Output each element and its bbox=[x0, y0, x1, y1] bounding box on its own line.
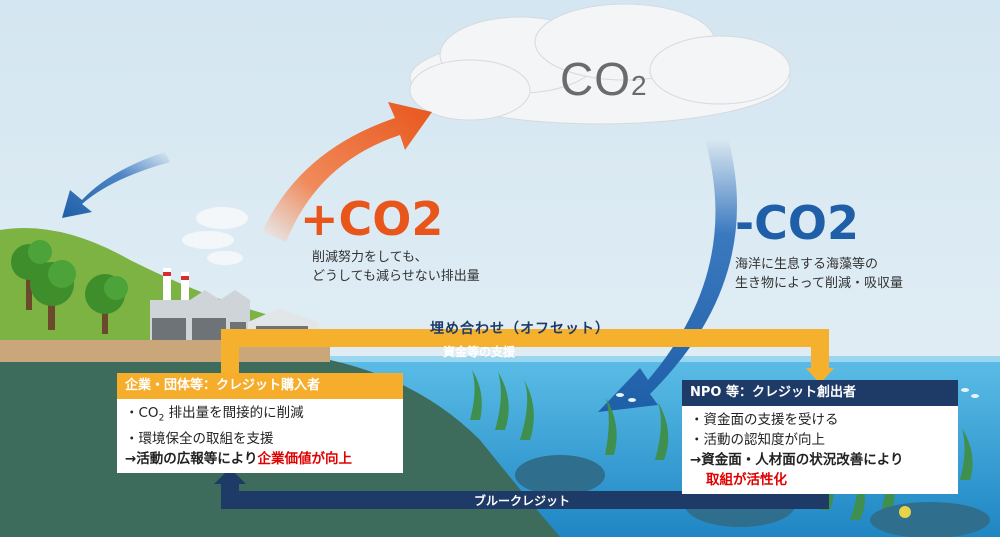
creator-line-3: →資金面・人材面の状況改善により bbox=[690, 452, 904, 468]
buyer-line-2: ・環境保全の取組を支援 bbox=[125, 430, 274, 447]
cloud-co2-label: CO2 bbox=[560, 53, 648, 105]
emission-label: +CO2 bbox=[300, 192, 444, 246]
smoke-clouds bbox=[182, 207, 248, 265]
buyer-title: 企業・団体等：クレジット購入者 bbox=[117, 373, 403, 399]
funding-support-flow bbox=[221, 329, 834, 384]
creator-title: NPO 等：クレジット創出者 bbox=[682, 380, 958, 406]
creator-line-4: 取組が活性化 bbox=[706, 472, 787, 488]
blue-credit-flow bbox=[214, 468, 829, 509]
creator-line-1: ・資金面の支援を受ける bbox=[690, 412, 839, 428]
creator-box: NPO 等：クレジット創出者 ・資金面の支援を受ける ・活動の認知度が向上 →資… bbox=[682, 380, 958, 494]
buyer-box: 企業・団体等：クレジット購入者 ・CO2 排出量を間接的に削減 ・環境保全の取組… bbox=[117, 373, 403, 473]
absorption-label: -CO2 bbox=[735, 196, 859, 250]
emission-arrow bbox=[262, 102, 432, 242]
co2-cloud bbox=[409, 3, 791, 125]
absorption-arrow-land bbox=[62, 152, 170, 218]
creator-body: ・資金面の支援を受ける ・活動の認知度が向上 →資金面・人材面の状況改善により … bbox=[682, 406, 958, 494]
offset-label: 埋め合わせ（オフセット） bbox=[430, 321, 610, 337]
emission-description: 削減努力をしても、 どうしても減らせない排出量 bbox=[312, 250, 480, 284]
trees bbox=[11, 240, 128, 334]
buyer-body: ・CO2 排出量を間接的に削減 ・環境保全の取組を支援 →活動の広報等により企業… bbox=[117, 399, 403, 473]
absorption-description: 海洋に生息する海藻等の 生き物によって削減・吸収量 bbox=[735, 257, 903, 291]
buyer-line-1: ・CO2 排出量を間接的に削減 bbox=[125, 405, 304, 424]
blue-credit-label: ブルークレジット bbox=[474, 494, 571, 508]
absorption-arrow-sea bbox=[598, 138, 738, 412]
creator-line-2: ・活動の認知度が向上 bbox=[690, 432, 825, 448]
funding-support-label: 資金等の支援 bbox=[443, 345, 516, 359]
buyer-line-3: →活動の広報等により企業価値が向上 bbox=[125, 450, 353, 467]
